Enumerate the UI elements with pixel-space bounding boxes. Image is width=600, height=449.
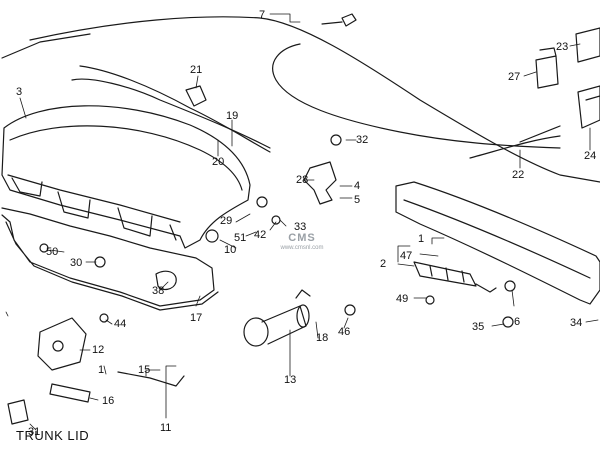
- watermark-logo: CMS: [288, 232, 316, 244]
- callout-28: 28: [296, 174, 309, 186]
- trunk-lid-part: [1, 105, 251, 249]
- lock-rod-part: [117, 371, 185, 387]
- latch-part: [37, 317, 87, 371]
- callout-7: 7: [259, 9, 266, 21]
- callout-16: 16: [102, 395, 115, 407]
- callout-17: 17: [190, 312, 203, 324]
- callout-50: 50: [46, 246, 59, 258]
- callout-1-lower: 1: [98, 364, 105, 376]
- cable-end-part: [321, 13, 357, 27]
- callout-34: 34: [570, 317, 583, 329]
- torsion-bar-part: [1, 33, 91, 59]
- callout-6: 6: [514, 316, 521, 328]
- hinge-part: [303, 161, 337, 205]
- weatherstrip-part: [1, 207, 219, 311]
- callout-27: 27: [508, 71, 521, 83]
- callout-23: 23: [556, 41, 569, 53]
- callout-11: 11: [160, 422, 172, 434]
- callout-24: 24: [584, 150, 597, 162]
- callout-35: 35: [472, 321, 485, 333]
- watermark: CMS www.cmsnl.com: [272, 232, 332, 251]
- actuator-part: [577, 85, 600, 129]
- lock-cylinder-part: [243, 289, 311, 347]
- callout-29: 29: [220, 215, 233, 227]
- torsion-bar-part: [79, 65, 271, 153]
- diagram-title: TRUNK LID: [16, 428, 90, 443]
- callout-21: 21: [190, 64, 203, 76]
- switch-part: [575, 27, 600, 63]
- callout-13: 13: [284, 374, 297, 386]
- striker-part: [49, 383, 91, 403]
- callout-30: 30: [70, 257, 83, 269]
- cable-part: [469, 125, 561, 159]
- callout-10: 10: [224, 244, 237, 256]
- stop-light-part: [413, 261, 477, 287]
- callout-42: 42: [254, 229, 267, 241]
- callout-4: 4: [354, 180, 361, 192]
- release-cable-part: [272, 43, 561, 149]
- callout-46: 46: [338, 326, 351, 338]
- spoiler-part: [395, 181, 600, 305]
- torsion-bar-part: [71, 78, 271, 149]
- callout-3: 3: [16, 86, 23, 98]
- callout-33: 33: [294, 221, 307, 233]
- callout-44: 44: [114, 318, 127, 330]
- callout-20: 20: [212, 156, 225, 168]
- callout-31: 31: [28, 426, 41, 438]
- relay-part: [535, 47, 559, 89]
- callout-1-upper: 1: [418, 233, 425, 245]
- watermark-url: www.cmsnl.com: [280, 245, 324, 251]
- callout-47: 47: [400, 250, 413, 262]
- bumper-part: [7, 399, 29, 425]
- callout-12: 12: [92, 344, 105, 356]
- callout-19: 19: [226, 110, 239, 122]
- outline-guide: [29, 16, 600, 183]
- callout-32: 32: [356, 134, 369, 146]
- callout-2: 2: [380, 258, 387, 270]
- fasteners: [39, 85, 516, 328]
- callout-5: 5: [354, 194, 361, 206]
- leader-lines: [5, 13, 599, 431]
- callout-22: 22: [512, 169, 525, 181]
- callout-18: 18: [316, 332, 329, 344]
- callout-49: 49: [396, 293, 409, 305]
- callout-38: 38: [152, 285, 165, 297]
- callout-51: 51: [234, 232, 247, 244]
- callout-15: 15: [138, 364, 151, 376]
